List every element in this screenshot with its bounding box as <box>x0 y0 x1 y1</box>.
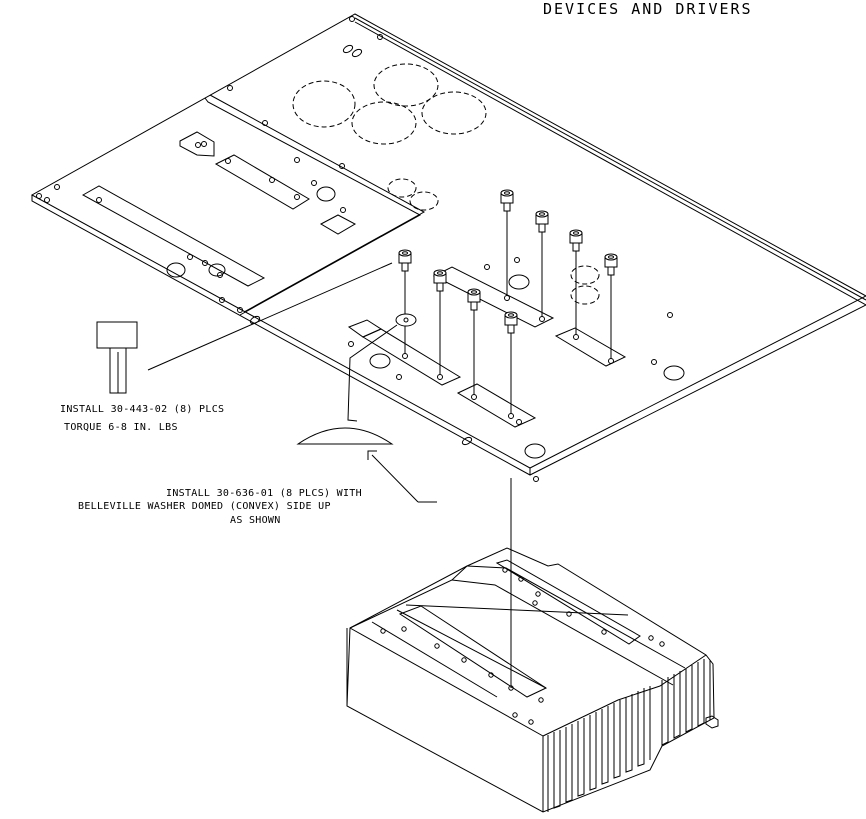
washer-on-plate <box>395 313 417 327</box>
heatsink <box>346 547 719 813</box>
screw-4 <box>604 253 618 364</box>
washer-note-line3: AS SHOWN <box>230 515 281 526</box>
washer-note-line2: BELLEVILLE WASHER DOMED (CONVEX) SIDE UP <box>78 501 331 512</box>
screw-2 <box>535 210 549 322</box>
mounting-plate <box>30 13 866 482</box>
heatsink-fins <box>547 659 711 812</box>
screw-install-note: INSTALL 30-443-02 (8) PLCS <box>60 404 224 415</box>
screw-1 <box>500 189 514 301</box>
belleville-washer-icon <box>296 427 394 445</box>
washer-leader-line <box>347 324 398 422</box>
washer-note-line1: INSTALL 30-636-01 (8 PLCS) WITH <box>166 488 362 499</box>
screw-3 <box>569 229 583 340</box>
screw-callout-icon <box>96 321 138 394</box>
screws <box>398 189 618 419</box>
screw-7 <box>467 288 481 400</box>
plate-holes <box>36 16 673 482</box>
screw-8 <box>504 311 518 419</box>
drawing-title: DEVICES AND DRIVERS <box>543 0 753 18</box>
screw-torque-note: TORQUE 6-8 IN. LBS <box>64 422 178 433</box>
screw-leader-line <box>147 262 393 371</box>
screw-5 <box>398 249 412 359</box>
screw-6 <box>433 269 447 380</box>
dashed-cutouts <box>292 63 600 305</box>
